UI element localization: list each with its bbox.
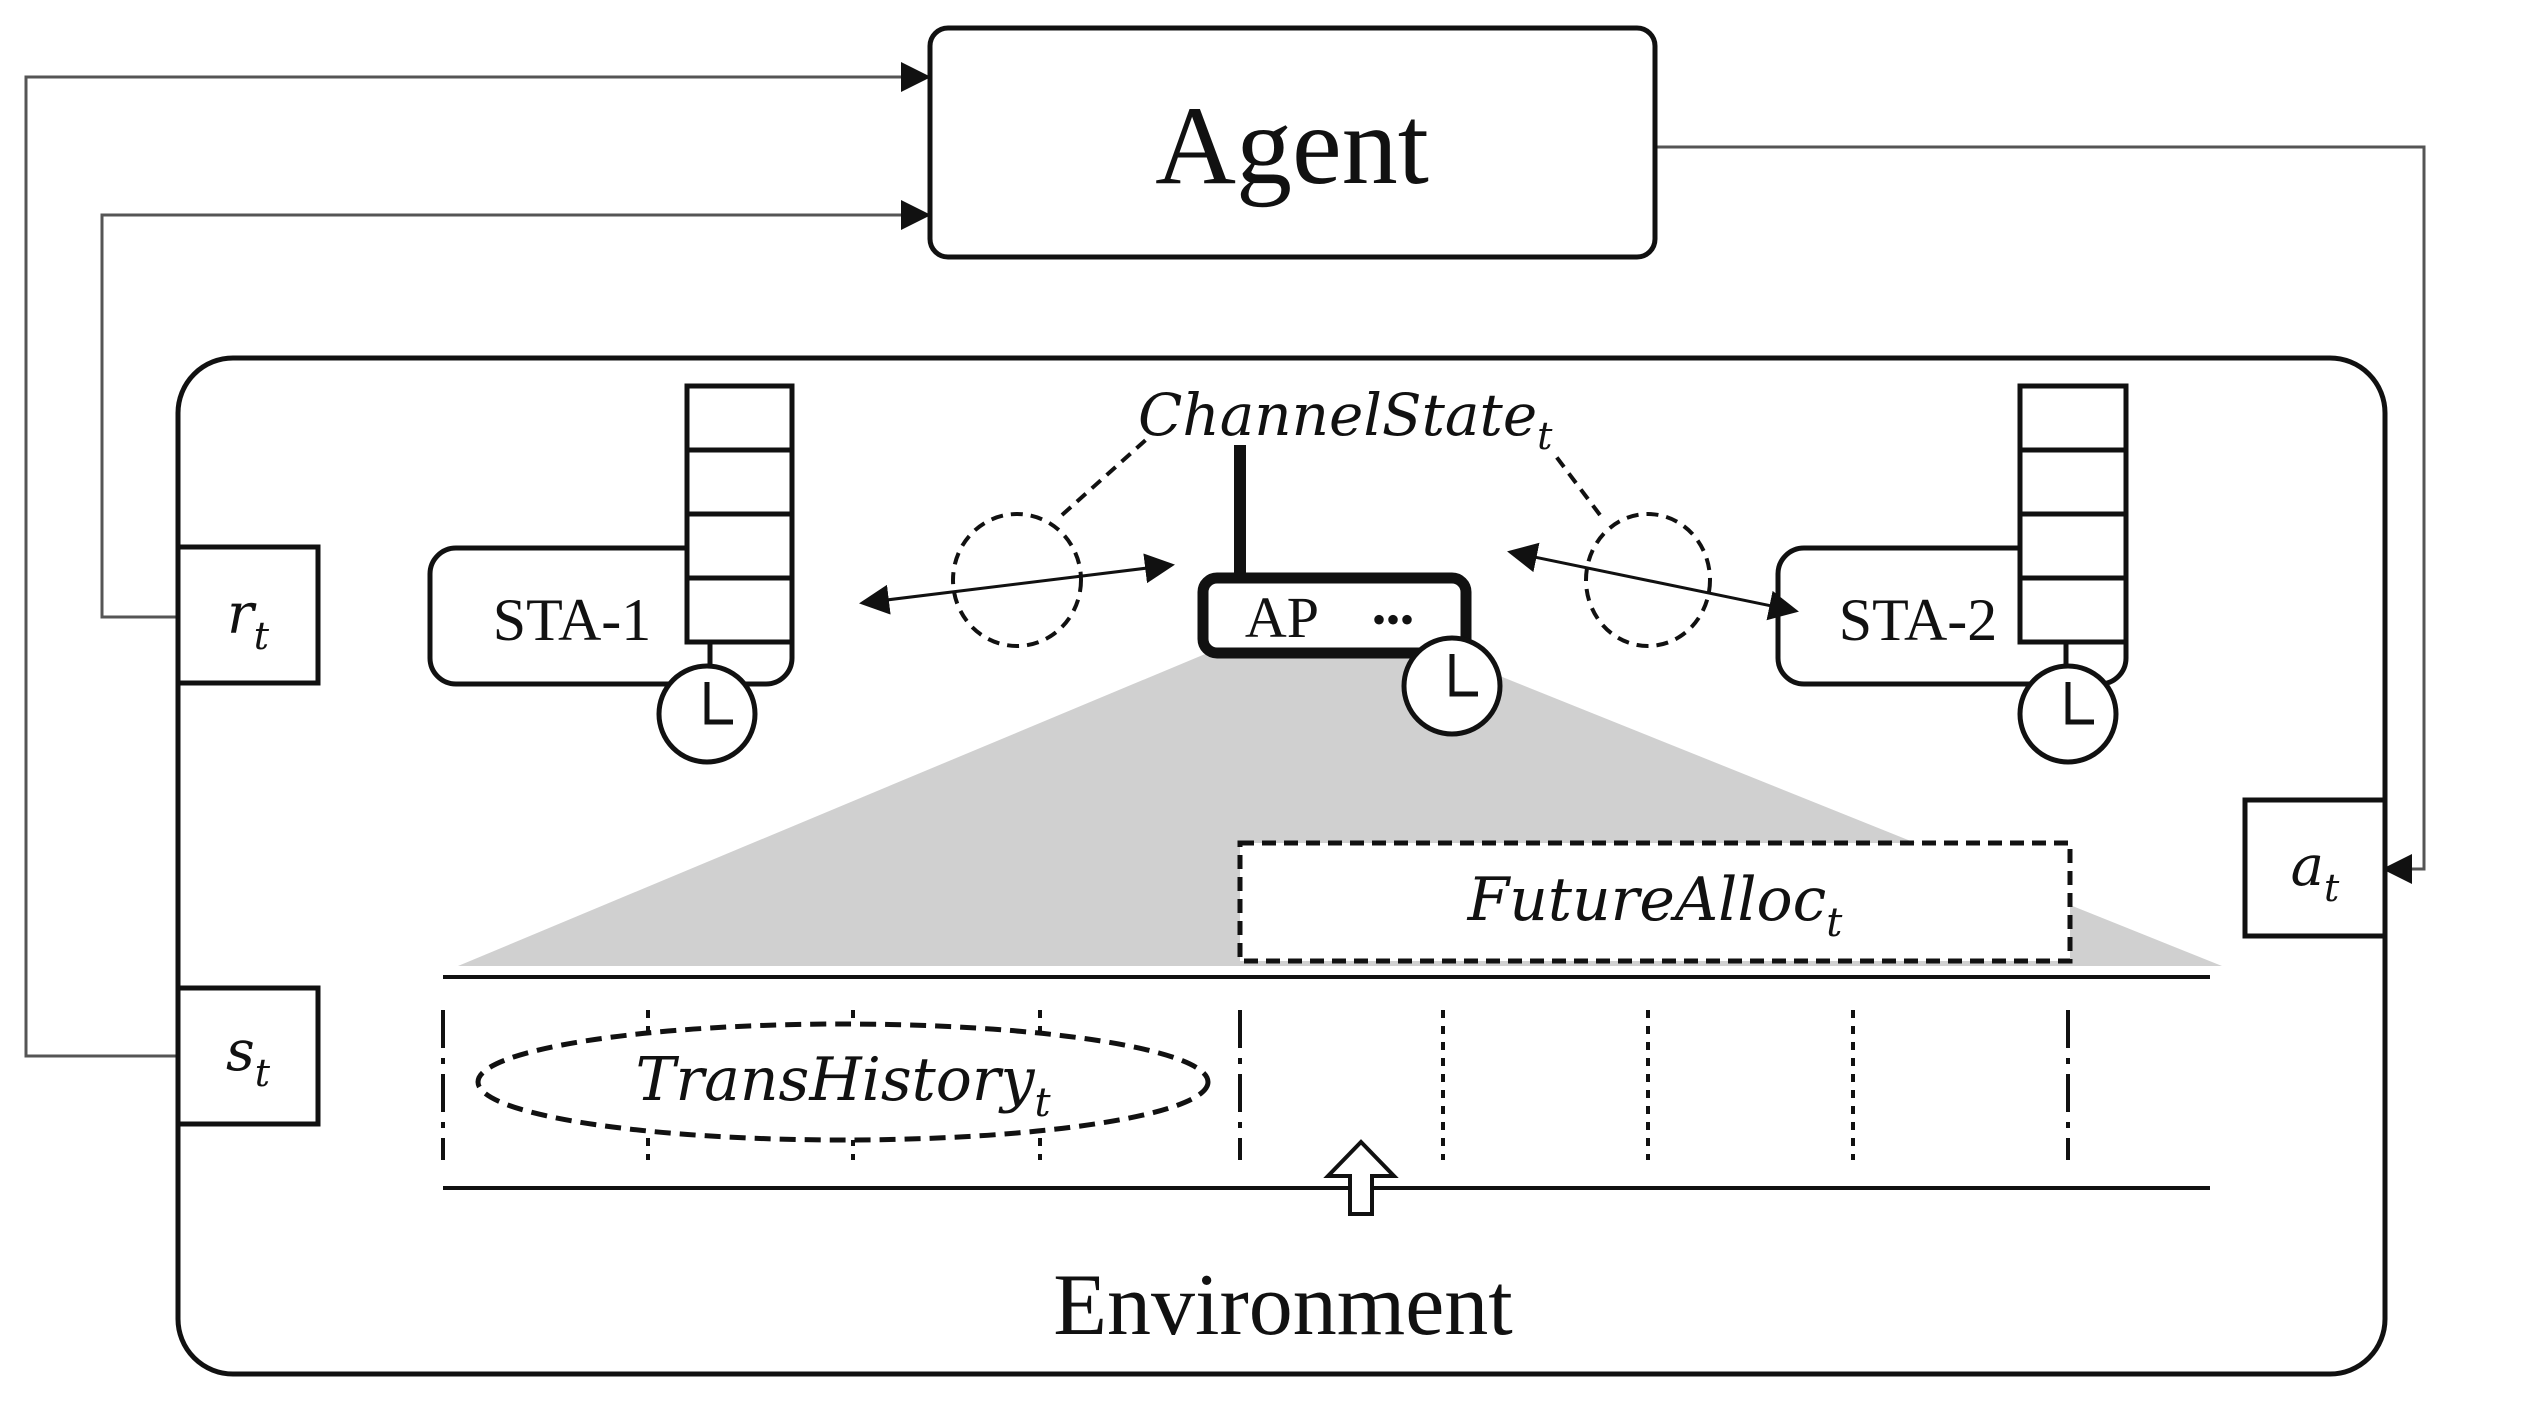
trans-history-base: TransHistory <box>635 1045 1035 1115</box>
sta-1-queue <box>684 383 795 645</box>
link-sta1-ap <box>859 553 1175 615</box>
agent-label: Agent <box>1155 84 1429 208</box>
ap-clock-icon <box>1401 635 1503 737</box>
svg-text:st: st <box>226 1019 271 1095</box>
wireless-links <box>859 436 1799 648</box>
state-subscript: t <box>255 1051 271 1095</box>
reward-arrow-line <box>100 200 931 619</box>
sta-1-node: STA-1 <box>427 383 795 765</box>
agent-box: Agent <box>927 25 1658 260</box>
action-arrow-line <box>1655 145 2426 884</box>
state-symbol: s <box>226 1019 255 1084</box>
ap-label: AP <box>1245 585 1319 650</box>
svg-text:TransHistoryt: TransHistoryt <box>635 1045 1051 1126</box>
channel-ellipse-left <box>951 512 1083 648</box>
sta-1-label: STA-1 <box>493 587 652 653</box>
future-alloc-box: FutureAlloct <box>1237 840 2073 964</box>
sta-2-clock-icon <box>2017 663 2119 765</box>
trans-history-subscript: t <box>1034 1080 1051 1126</box>
ap-node: AP ••• <box>1197 445 1503 737</box>
channel-state-base: ChannelState <box>1138 381 1537 449</box>
reward-box: rt <box>175 544 321 686</box>
state-arrow-line <box>24 62 931 1058</box>
action-symbol: a <box>2291 834 2324 899</box>
trans-history-ellipse: TransHistoryt <box>475 1021 1211 1143</box>
timeline: TransHistoryt <box>441 975 2210 1216</box>
current-time-arrow-icon <box>1323 1139 1399 1216</box>
state-box: st <box>175 985 321 1127</box>
action-subscript: t <box>2324 866 2340 910</box>
ap-dots: ••• <box>1372 597 1414 642</box>
channel-state-label: ChannelStatet <box>1138 381 1553 458</box>
action-box: at <box>2242 797 2388 939</box>
reward-symbol: r <box>227 582 257 647</box>
channel-state-subscript: t <box>1537 414 1553 458</box>
feedback-lines <box>24 62 2426 1058</box>
svg-text:at: at <box>2291 834 2340 910</box>
future-alloc-base: FutureAlloc <box>1467 865 1827 935</box>
svg-text:rt: rt <box>227 582 270 658</box>
channel-ellipse-right <box>1584 512 1712 648</box>
future-alloc-subscript: t <box>1826 900 1843 946</box>
reward-subscript: t <box>254 614 270 658</box>
link-ap-sta2 <box>1507 542 1799 621</box>
sta-2-label: STA-2 <box>1839 587 1998 653</box>
environment-label: Environment <box>1053 1257 1512 1354</box>
svg-text:FutureAlloct: FutureAlloct <box>1467 865 1844 946</box>
sta-2-queue <box>2017 383 2129 645</box>
sta-2-node: STA-2 <box>1775 383 2129 765</box>
sta-1-clock-icon <box>656 663 758 765</box>
